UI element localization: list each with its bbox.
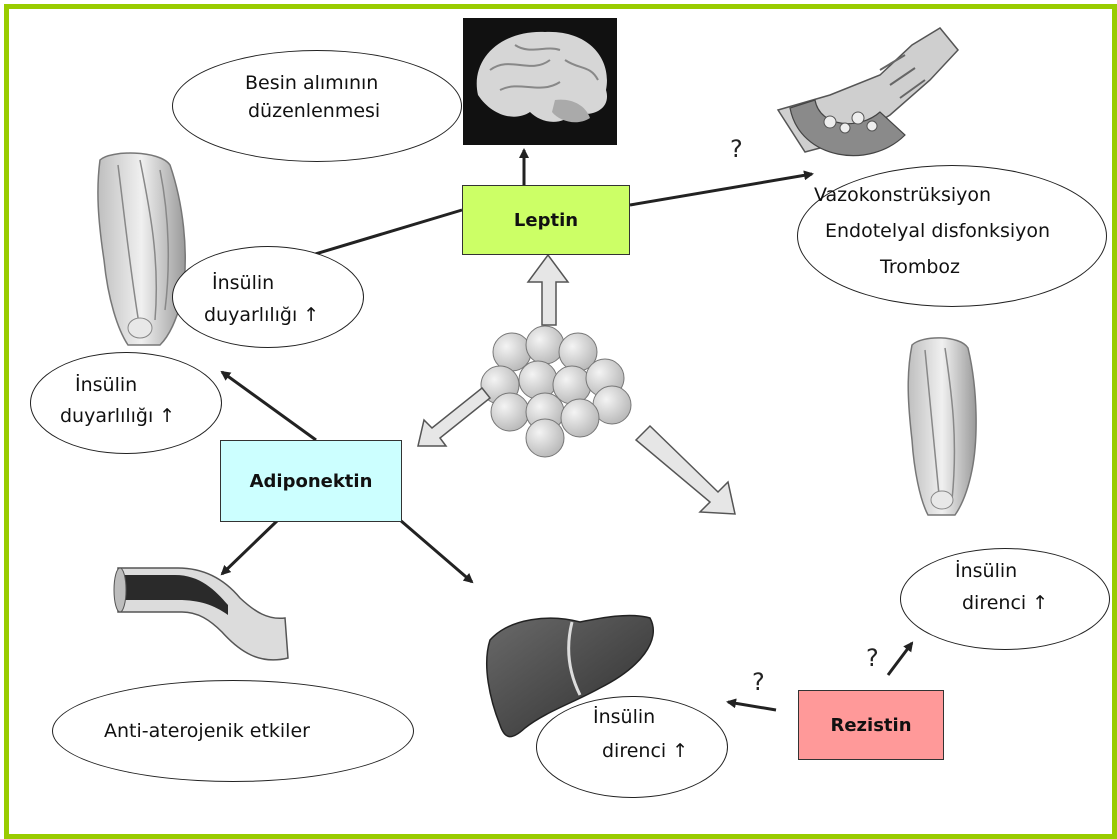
arrow-resistin-to-muscle [888, 643, 912, 675]
arrow-adiponectin-to-vessel [222, 520, 278, 574]
hollow-arrow-to-leptin [528, 255, 568, 325]
question-mark-resistin-muscle: ? [866, 644, 879, 672]
resistin-liver-line2: direnci ↑ [602, 740, 688, 762]
arrow-resistin-to-liver [728, 702, 776, 710]
leptin-insulin-line1: İnsülin [212, 272, 274, 294]
adiponectin-insulin-line2: duyarlılığı ↑ [60, 405, 175, 427]
question-mark-resistin-liver: ? [752, 668, 765, 696]
hollow-arrow-to-adiponectin [418, 388, 490, 446]
food-intake-line2: düzenlenmesi [248, 100, 380, 122]
food-intake-line1: Besin alımının [245, 72, 378, 94]
leptin-box: Leptin [462, 185, 630, 255]
adipocyte-cluster [481, 326, 631, 457]
leptin-insulin-sensitivity-ellipse [172, 246, 364, 348]
muscle-image-left [98, 153, 185, 345]
adiponectin-box: Adiponektin [220, 440, 402, 522]
blood-vessel-image-bottom [114, 568, 288, 660]
anti-atherogenic-text: Anti-aterojenik etkiler [104, 720, 310, 742]
resistin-box: Rezistin [798, 690, 944, 760]
vascular-line2: Endotelyal disfonksiyon [825, 220, 1050, 242]
hollow-arrow-to-resistin [636, 426, 735, 514]
vascular-line3: Tromboz [880, 256, 960, 278]
blood-vessel-image-top [778, 28, 958, 156]
leptin-insulin-line2: duyarlılığı ↑ [204, 304, 319, 326]
question-mark-vessel: ? [730, 135, 743, 163]
resistin-muscle-line2: direnci ↑ [962, 592, 1048, 614]
arrow-adiponectin-to-muscle [222, 372, 316, 440]
arrow-leptin-to-vessel [630, 174, 812, 205]
adiponectin-insulin-line1: İnsülin [75, 374, 137, 396]
vascular-line1: Vazokonstrüksiyon [814, 184, 991, 206]
adiponectin-insulin-sensitivity-ellipse [30, 352, 222, 454]
muscle-image-right [908, 338, 976, 515]
arrow-leptin-to-muscle [302, 210, 462, 258]
arrow-adiponectin-to-liver [400, 520, 472, 582]
resistin-muscle-line1: İnsülin [955, 560, 1017, 582]
brain-image [463, 18, 617, 145]
resistin-liver-line1: İnsülin [593, 706, 655, 728]
